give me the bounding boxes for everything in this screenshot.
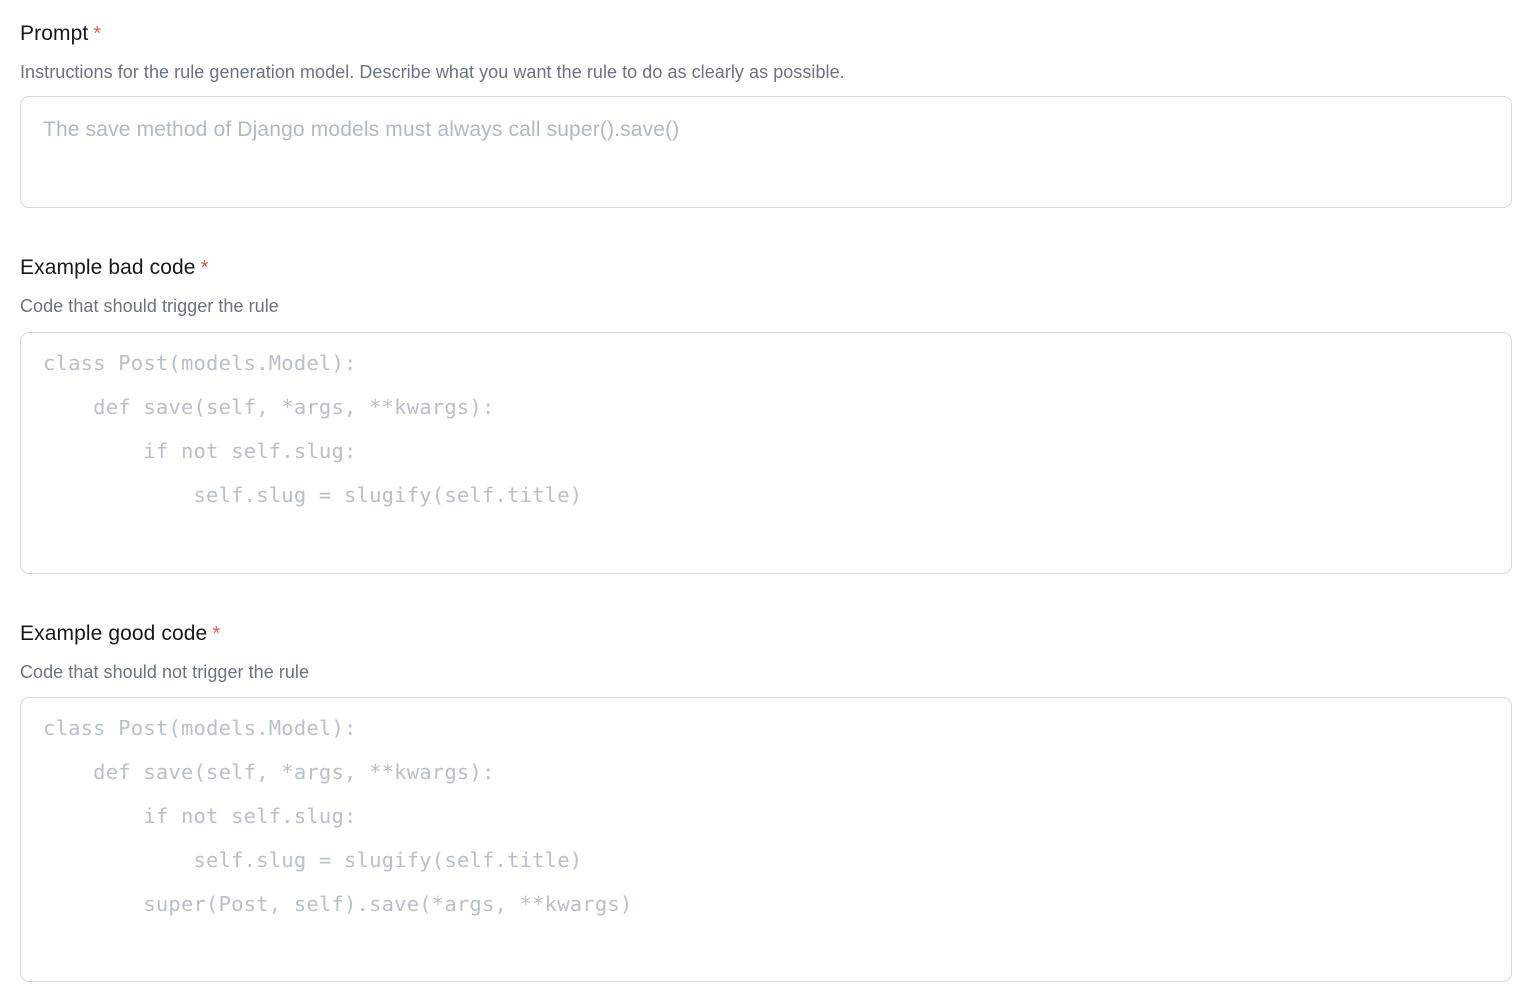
good-code-label-text: Example good code [20, 622, 208, 645]
field-group-bad-code: Example bad code* Code that should trigg… [20, 254, 1512, 574]
bad-code-placeholder: class Post(models.Model): def save(self,… [43, 351, 583, 507]
field-group-prompt: Prompt* Instructions for the rule genera… [20, 20, 1512, 208]
good-code-placeholder: class Post(models.Model): def save(self,… [43, 716, 633, 916]
good-code-label: Example good code* [20, 620, 1512, 648]
prompt-textarea[interactable]: The save method of Django models must al… [20, 96, 1512, 208]
bad-code-required-asterisk: * [200, 257, 209, 279]
prompt-placeholder: The save method of Django models must al… [43, 118, 680, 141]
prompt-label: Prompt* [20, 20, 1512, 48]
bad-code-help-text: Code that should trigger the rule [20, 296, 279, 316]
field-group-good-code: Example good code* Code that should not … [20, 620, 1512, 982]
prompt-help-text: Instructions for the rule generation mod… [20, 62, 845, 82]
good-code-textarea[interactable]: class Post(models.Model): def save(self,… [20, 697, 1512, 982]
good-code-required-asterisk: * [212, 623, 221, 645]
prompt-required-asterisk: * [93, 23, 102, 45]
prompt-label-text: Prompt [20, 22, 89, 45]
good-code-help-text: Code that should not trigger the rule [20, 662, 310, 682]
bad-code-label: Example bad code* [20, 254, 1512, 282]
bad-code-label-text: Example bad code [20, 256, 196, 279]
bad-code-textarea[interactable]: class Post(models.Model): def save(self,… [20, 332, 1512, 574]
